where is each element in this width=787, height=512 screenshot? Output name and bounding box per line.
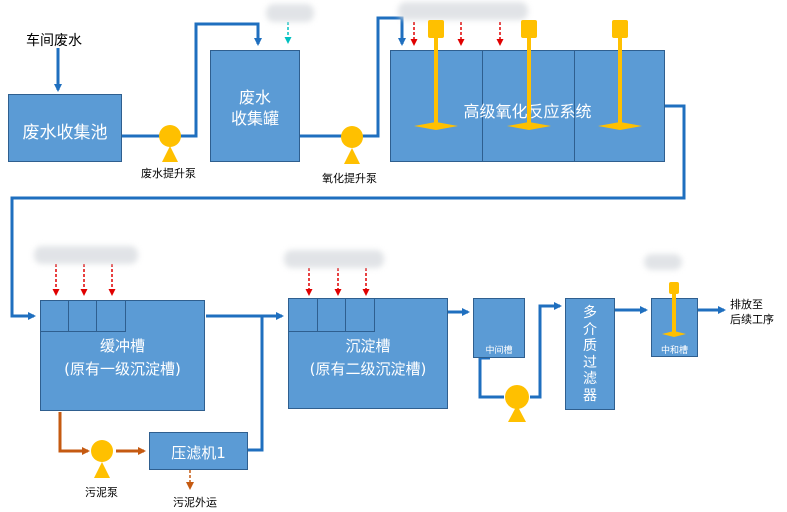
buffer-cell xyxy=(96,300,126,332)
obscured-label xyxy=(266,4,314,22)
oxidation-pump-icon xyxy=(341,126,363,164)
sludge-pump-icon xyxy=(91,440,113,478)
multimedia-filter: 多 介 质 过 滤 器 xyxy=(565,298,615,410)
discharge-label: 排放至 后续工序 xyxy=(730,298,774,326)
agitator-icon xyxy=(598,20,642,130)
multimedia-filter-label: 多 介 质 过 滤 器 xyxy=(583,305,597,404)
obscured-label xyxy=(398,2,528,20)
transfer-pump-icon xyxy=(505,385,529,422)
settling-cell xyxy=(345,298,375,332)
sludge-out-label: 污泥外运 xyxy=(173,496,217,509)
intermediate-tank: 中间槽 xyxy=(473,298,525,358)
filter-press: 压滤机1 xyxy=(149,432,248,470)
collection-tank: 废水 收集罐 xyxy=(210,50,300,162)
buffer-tank-label: 缓冲槽 (原有一级沉淀槽) xyxy=(64,337,181,378)
collection-pool: 废水收集池 xyxy=(8,94,122,162)
obscured-label xyxy=(34,246,138,264)
obscured-label xyxy=(284,250,384,268)
settling-cell xyxy=(288,298,318,332)
flow-press-return-line xyxy=(248,316,264,452)
filter-press-label: 压滤机1 xyxy=(171,444,226,462)
settling-tank-label: 沉淀槽 (原有二级沉淀槽) xyxy=(309,337,427,378)
collection-pool-label: 废水收集池 xyxy=(22,123,108,143)
neutralization-tank-label: 中和槽 xyxy=(660,346,688,356)
wastewater-pump-icon xyxy=(159,125,181,162)
collection-tank-label: 废水 收集罐 xyxy=(230,88,279,128)
sludge-buffer-to-pump-line xyxy=(58,412,90,455)
sludge-pump-label: 污泥泵 xyxy=(85,486,118,499)
agitator-icon xyxy=(662,282,686,337)
intermediate-tank-label: 中间槽 xyxy=(485,346,513,356)
settling-cell xyxy=(317,298,346,332)
agitator-icon xyxy=(507,20,551,130)
obscured-label xyxy=(644,254,682,270)
wastewater-pump-label: 废水提升泵 xyxy=(141,167,196,180)
flow-pump-to-filter-line xyxy=(530,302,562,399)
buffer-cell xyxy=(68,300,97,332)
flow-oxpump-to-aop-line xyxy=(362,16,406,138)
buffer-tank: 缓冲槽 (原有一级沉淀槽) xyxy=(40,300,205,411)
settling-tank: 沉淀槽 (原有二级沉淀槽) xyxy=(288,298,448,409)
oxidation-pump-label: 氧化提升泵 xyxy=(322,172,377,185)
flow-aop-to-buffer-line xyxy=(10,104,686,320)
flow-mid-to-pump-line xyxy=(478,356,504,399)
flow-pump-to-tank-line xyxy=(180,22,262,138)
agitator-icon xyxy=(414,20,458,130)
workshop-wastewater-label: 车间废水 xyxy=(26,33,82,49)
